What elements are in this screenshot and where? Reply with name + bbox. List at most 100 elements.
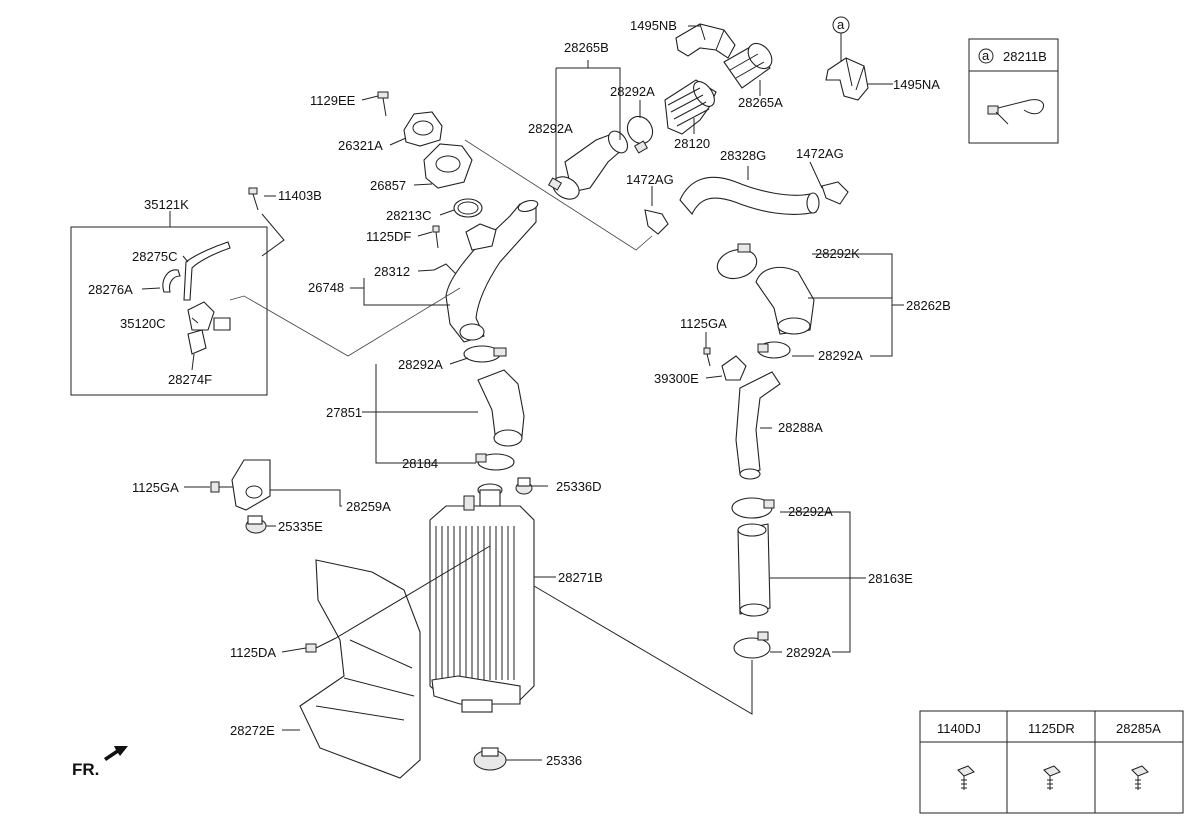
label-28265B: 28265B (564, 40, 609, 55)
label-1495NB: 1495NB (630, 18, 677, 33)
part-27851-hose (477, 369, 525, 447)
inset-marker: a (982, 48, 990, 63)
label-28288A: 28288A (778, 420, 823, 435)
part-11403B-bolt (248, 187, 259, 211)
fr-label: FR. (72, 760, 99, 779)
box-35121K (70, 226, 268, 396)
bolt-icon-2 (1043, 765, 1061, 790)
inset-28211B: a 28211B (968, 38, 1059, 144)
inset-code: 28211B (1003, 49, 1047, 64)
label-28163E: 28163E (868, 571, 913, 586)
part-28292A-clamp-r1 (757, 341, 791, 359)
part-26748-pipe (445, 199, 539, 343)
label-35120C: 35120C (120, 316, 166, 331)
leader-28271B (533, 585, 753, 715)
leader-dash-2 (229, 287, 461, 357)
label-28213C: 28213C (386, 208, 432, 223)
label-28275C: 28275C (132, 249, 178, 264)
inset-marker-circle (978, 48, 994, 64)
fastener-header-2: 1125DR (1028, 721, 1075, 736)
label-1472AG-a: 1472AG (626, 172, 674, 187)
part-1495NB-bracket (675, 23, 736, 59)
label-39300E: 39300E (654, 371, 699, 386)
label-28312: 28312 (374, 264, 410, 279)
label-26857: 26857 (370, 178, 406, 193)
label-28184: 28184 (402, 456, 438, 471)
label-28292A-r2: 28292A (788, 504, 833, 519)
label-28328G: 28328G (720, 148, 766, 163)
part-39300E-sensor (721, 355, 747, 381)
front-direction-marker: FR. (72, 746, 128, 779)
label-26321A: 26321A (338, 138, 383, 153)
fastener-header-1: 1140DJ (937, 721, 981, 736)
part-28163E-hose (737, 523, 771, 617)
part-28120-bellows (664, 79, 717, 135)
label-26748: 26748 (308, 280, 344, 295)
label-28292A-left: 28292A (528, 121, 573, 136)
part-28276A-hose (162, 269, 181, 293)
label-28292K: 28292K (815, 246, 860, 261)
label-28120: 28120 (674, 136, 710, 151)
part-28265A-hose (723, 42, 773, 89)
label-25336D: 25336D (556, 479, 602, 494)
part-28292K-clamp (716, 243, 758, 280)
part-28292A-clamp-mid (463, 345, 507, 363)
part-1472AG-bracket-a (644, 209, 669, 235)
label-28272E: 28272E (230, 723, 275, 738)
part-labels: 1495NB 28265B 28292A 28292A 28120 28265A… (88, 18, 951, 768)
part-28292A-clamp-r3 (733, 631, 771, 659)
part-25336D-grommet (515, 477, 533, 495)
part-28213C-oring (453, 198, 483, 218)
label-1472AG-b: 1472AG (796, 146, 844, 161)
part-28288A-pipe (735, 371, 781, 480)
part-1125GA-bolt-right (703, 347, 711, 367)
part-25336-grommet (473, 747, 507, 771)
leader-1125DA (335, 545, 491, 639)
leader-lines (141, 25, 904, 761)
part-26321A-cap (403, 111, 443, 147)
label-1129EE: 1129EE (310, 93, 356, 108)
label-25336: 25336 (546, 753, 582, 768)
part-28259A-bracket (231, 459, 271, 511)
part-1125DF-bolt (432, 225, 440, 249)
cable-tie-icon (987, 99, 1044, 125)
part-25335E-grommet (245, 515, 267, 534)
label-1125GA-left: 1125GA (132, 480, 179, 495)
label-11403B: 11403B (278, 188, 322, 203)
part-28275C-hose (183, 241, 231, 301)
part-1472AG-clip-b (821, 181, 849, 205)
part-28272E-duct (299, 559, 421, 779)
label-35121K: 35121K (144, 197, 189, 212)
fr-arrow-icon (104, 746, 128, 761)
label-1125GA-right: 1125GA (680, 316, 727, 331)
fastener-table: 1140DJ 1125DR 28285A (919, 710, 1184, 814)
part-28262B-hose (755, 266, 815, 335)
part-1125DA-bolt (305, 637, 337, 653)
label-1125DA: 1125DA (230, 645, 276, 660)
part-35120C-valve (187, 301, 231, 331)
part-1495NA-cap (825, 57, 869, 101)
callout-a: a (832, 16, 850, 62)
label-1495NA: 1495NA (893, 77, 940, 92)
leader-dash-1 (464, 139, 653, 251)
label-28259A: 28259A (346, 499, 391, 514)
part-28292A-clamp-r2 (731, 497, 775, 519)
label-28292A-top: 28292A (610, 84, 655, 99)
fastener-header-3: 28285A (1116, 721, 1161, 736)
label-28265A: 28265A (738, 95, 783, 110)
bolt-icon-3 (1131, 765, 1149, 790)
leader-11403B (261, 213, 285, 257)
label-28276A: 28276A (88, 282, 133, 297)
label-28292A-mid: 28292A (398, 357, 443, 372)
label-28274F: 28274F (168, 372, 212, 387)
part-28274F-bracket (187, 329, 207, 355)
label-28271B: 28271B (558, 570, 603, 585)
part-28184-clamp (475, 453, 515, 471)
part-28292A-clamp-top (626, 115, 654, 154)
label-28292A-r3: 28292A (786, 645, 831, 660)
label-27851: 27851 (326, 405, 362, 420)
part-28312-pin (433, 263, 457, 275)
part-28328G-hose (679, 176, 820, 215)
part-28271B-intercooler (429, 483, 535, 713)
